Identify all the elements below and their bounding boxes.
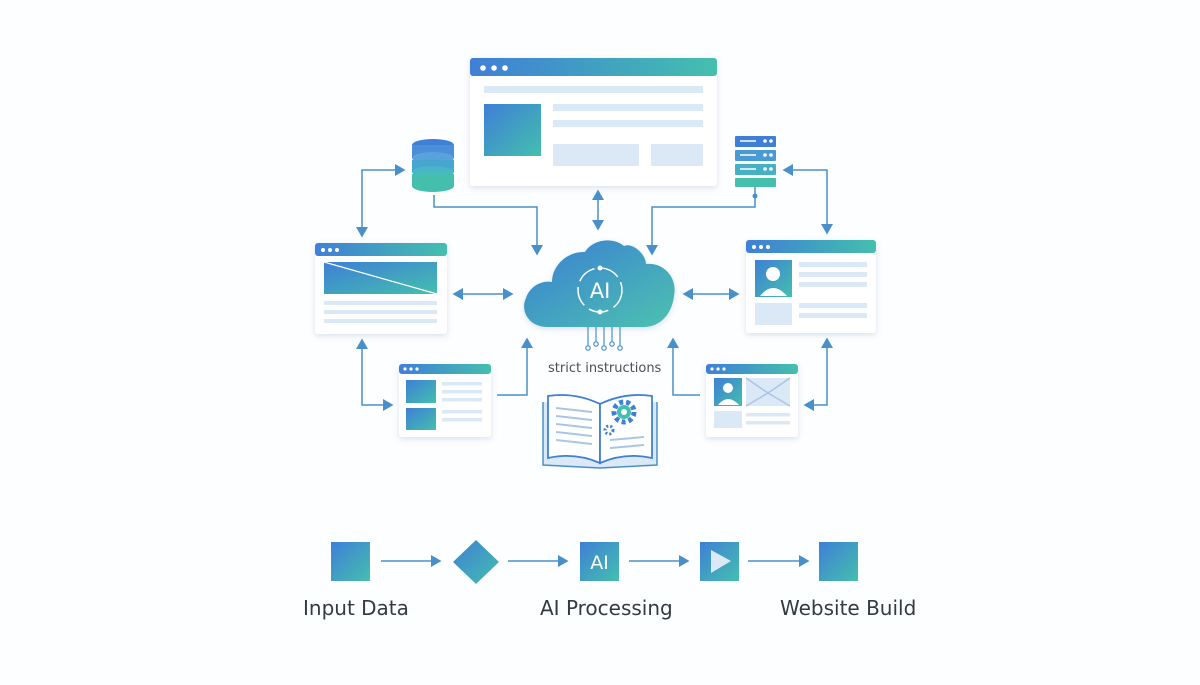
bottom-left-window	[399, 364, 491, 437]
network-connectors	[356, 164, 833, 411]
server-icon	[735, 136, 776, 199]
instructions-label: strict instructions	[548, 361, 662, 376]
output-square-icon	[819, 542, 858, 581]
gear-icon	[603, 399, 637, 436]
play-icon	[711, 550, 731, 573]
cloud-connector-lines	[585, 327, 623, 351]
pipeline-step-play	[700, 542, 739, 581]
bottom-right-window	[706, 364, 798, 437]
ai-box-icon	[580, 542, 619, 581]
cloud-ai-label: AI	[590, 279, 611, 303]
pipeline-step-input	[331, 542, 370, 581]
right-browser-window	[746, 240, 876, 333]
pipeline-ai-label: AI	[590, 552, 609, 574]
website-build-label: Website Build	[780, 596, 917, 620]
database-icon	[412, 139, 454, 192]
left-browser-window	[315, 243, 447, 334]
instruction-book-icon	[542, 394, 658, 469]
pipeline-step-ai	[580, 542, 619, 581]
ai-cloud-icon	[524, 240, 675, 327]
pipeline-step-output	[819, 542, 858, 581]
input-data-label: Input Data	[303, 596, 409, 620]
top-browser-window	[470, 58, 717, 186]
pipeline-step-diamond	[453, 540, 499, 584]
ai-processing-label: AI Processing	[540, 596, 673, 620]
diamond-icon	[453, 540, 499, 584]
input-square-icon	[331, 542, 370, 581]
